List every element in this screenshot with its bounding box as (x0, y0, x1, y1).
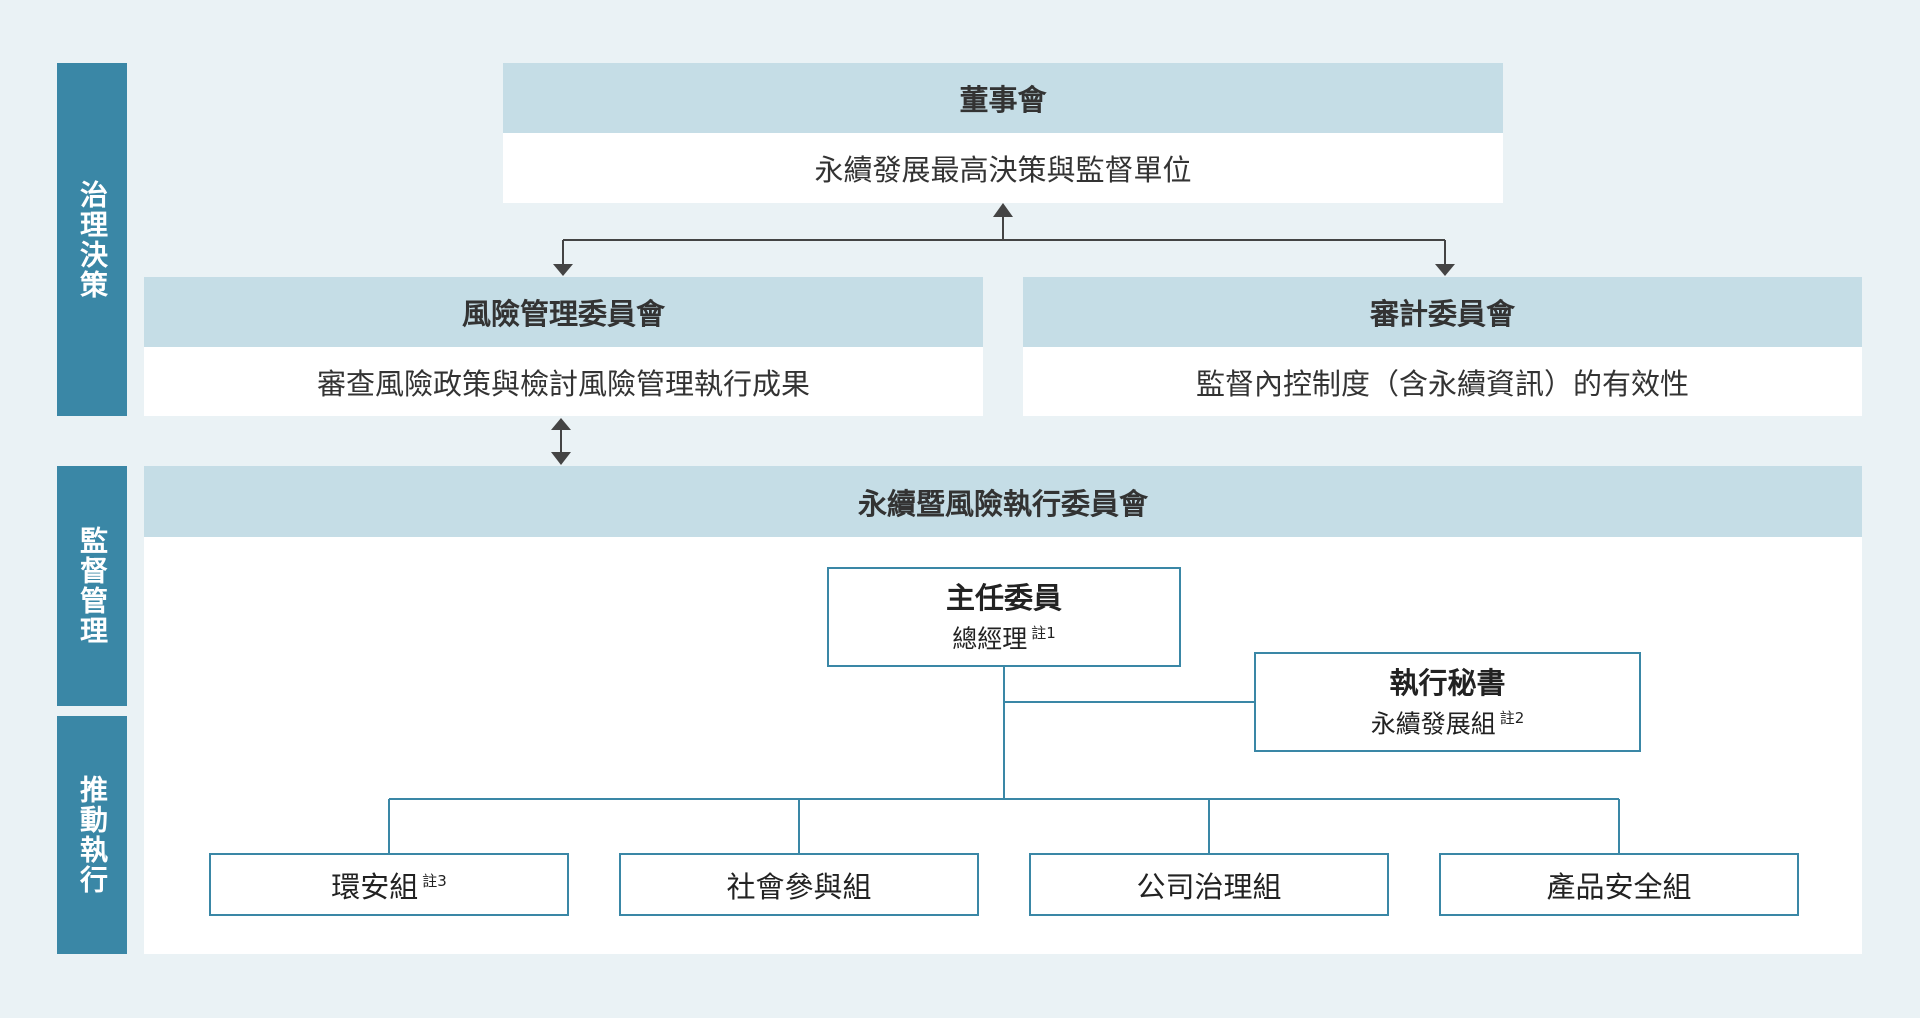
chair-name: 總經理 (952, 624, 1028, 654)
arrow-down-to-audit (1435, 264, 1455, 276)
board-title: 董事會 (959, 83, 1047, 117)
arrow-down-exec (551, 452, 571, 465)
risk-committee-title: 風險管理委員會 (461, 297, 665, 331)
audit-committee-desc-text: 監督內控制度（含永續資訊）的有效性 (1195, 366, 1689, 401)
chair-title: 主任委員 (945, 580, 1062, 615)
secretary-title: 執行秘書 (1389, 665, 1506, 700)
sidebar-supervision-label: 監督管理 (76, 526, 109, 646)
sidebar-governance: 治理決策 (57, 63, 127, 416)
group-box-corporate-governance: 公司治理組 (1029, 853, 1389, 916)
group-label: 環安組 (331, 869, 419, 904)
group-box-social-participation: 社會參與組 (619, 853, 979, 916)
sidebar-supervision: 監督管理 (57, 466, 127, 706)
exec-committee-header: 永續暨風險執行委員會 (144, 466, 1862, 537)
group-box-environment-safety: 環安組註3 (209, 853, 569, 916)
chair-name-line: 總經理註1 (952, 617, 1056, 655)
arrow-up-to-board (993, 203, 1013, 217)
group-label: 產品安全組 (1546, 869, 1692, 904)
group-box-product-safety: 產品安全組 (1439, 853, 1799, 916)
chair-box: 主任委員 總經理註1 (827, 567, 1181, 667)
group-label: 社會參與組 (726, 869, 872, 904)
exec-committee-title: 永續暨風險執行委員會 (857, 486, 1148, 521)
group-note: 註3 (422, 871, 447, 890)
secretary-box: 執行秘書 永續發展組註2 (1254, 652, 1641, 752)
arrow-up-risk (551, 418, 571, 430)
secretary-note: 註2 (1499, 708, 1525, 727)
board-desc-text: 永續發展最高決策與監督單位 (814, 153, 1192, 187)
risk-committee-desc-text: 審查風險政策與檢討風險管理執行成果 (316, 366, 810, 401)
secretary-name-line: 永續發展組註2 (1371, 702, 1525, 740)
chair-note: 註1 (1031, 623, 1056, 642)
sidebar-execution-label: 推動執行 (76, 775, 109, 895)
board-description: 永續發展最高決策與監督單位 (503, 133, 1503, 203)
sidebar-execution: 推動執行 (57, 716, 127, 954)
group-label-line: 產品安全組 (1546, 864, 1691, 906)
secretary-name: 永續發展組 (1370, 709, 1496, 739)
group-label-line: 社會參與組 (726, 864, 871, 906)
group-label: 公司治理組 (1136, 869, 1282, 904)
group-label-line: 環安組註3 (331, 864, 447, 906)
audit-committee-title: 審計委員會 (1369, 297, 1515, 331)
sidebar-governance-label: 治理決策 (76, 179, 109, 300)
arrow-down-to-risk (553, 264, 573, 276)
risk-committee-description: 審查風險政策與檢討風險管理執行成果 (144, 347, 983, 416)
risk-committee-header: 風險管理委員會 (144, 277, 983, 347)
group-label-line: 公司治理組 (1136, 864, 1281, 906)
audit-committee-description: 監督內控制度（含永續資訊）的有效性 (1023, 347, 1862, 416)
audit-committee-header: 審計委員會 (1023, 277, 1862, 347)
board-header: 董事會 (503, 63, 1503, 133)
